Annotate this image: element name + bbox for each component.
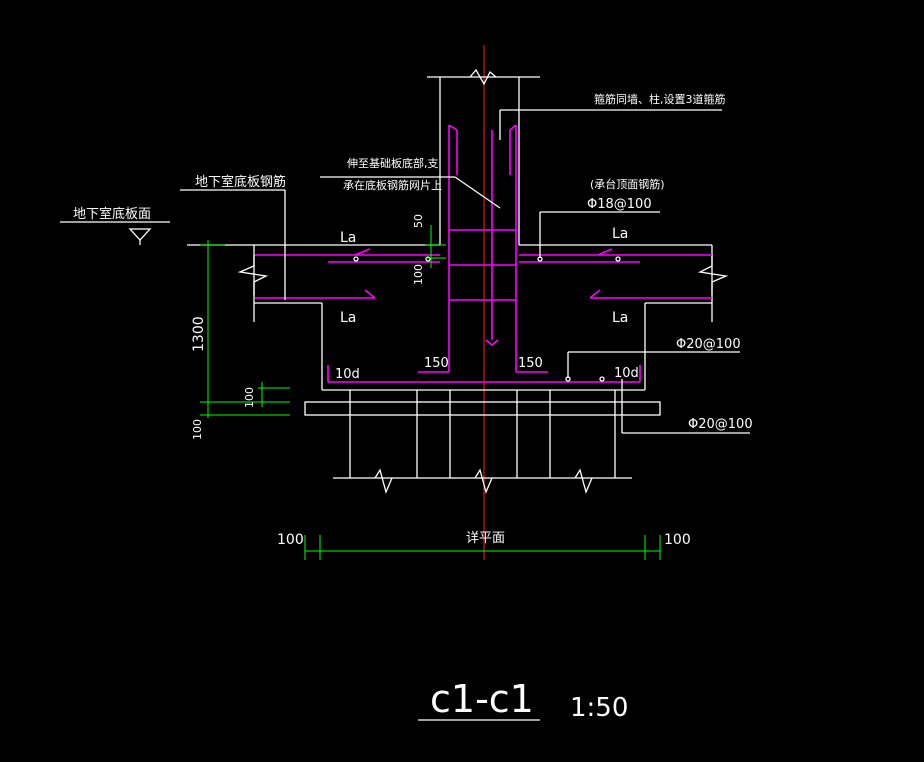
dim-100-pad: 100: [243, 387, 256, 408]
detail-plan-label: 详平面: [466, 531, 505, 546]
stirrup-note: 箍筋同墙、柱,设置3道箍筋: [594, 92, 726, 106]
bottom-bar-label-2: Φ20@100: [688, 417, 753, 432]
bend-left-label: 150: [424, 356, 449, 371]
la-bottom-right: La: [612, 310, 628, 326]
dimension-lines: [200, 225, 661, 560]
dim-1300: 1300: [191, 316, 207, 352]
dim-100-right: 100: [664, 532, 691, 548]
extend-note-line1: 伸至基础板底部,支: [347, 156, 439, 170]
bend-right-label: 150: [518, 356, 543, 371]
column-outline: [427, 68, 540, 245]
la-top-left: La: [340, 230, 356, 246]
dim-100-left: 100: [277, 532, 304, 548]
dim-100-cushion: 100: [191, 419, 204, 440]
section-title: c1-c1: [430, 677, 534, 721]
dim-50: 50: [412, 214, 425, 228]
slab-outline-left: [187, 244, 440, 390]
la-bottom-left: La: [340, 310, 356, 326]
la-top-right: La: [612, 226, 628, 242]
cushion-layer: [304, 389, 661, 416]
cap-top-bar-label: Φ18@100: [587, 197, 652, 212]
dim-100-mid: 100: [412, 264, 425, 285]
slab-outline-right: [519, 244, 729, 390]
leader-lines: [60, 109, 750, 434]
floor-rebar-label: 地下室底板钢筋: [195, 174, 286, 190]
rebar: [255, 124, 712, 383]
rebar-dots: [353, 256, 621, 382]
hook-right-label: 10d: [614, 366, 639, 381]
scale-label: 1:50: [570, 693, 628, 723]
piles: [333, 390, 632, 494]
cap-top-note: (承台顶面钢筋): [590, 177, 665, 191]
floor-face-label: 地下室底板面: [73, 206, 151, 222]
hook-left-label: 10d: [335, 367, 360, 382]
extend-note-line2: 承在底板钢筋网片上: [343, 178, 442, 192]
bottom-bar-label-1: Φ20@100: [676, 337, 741, 352]
